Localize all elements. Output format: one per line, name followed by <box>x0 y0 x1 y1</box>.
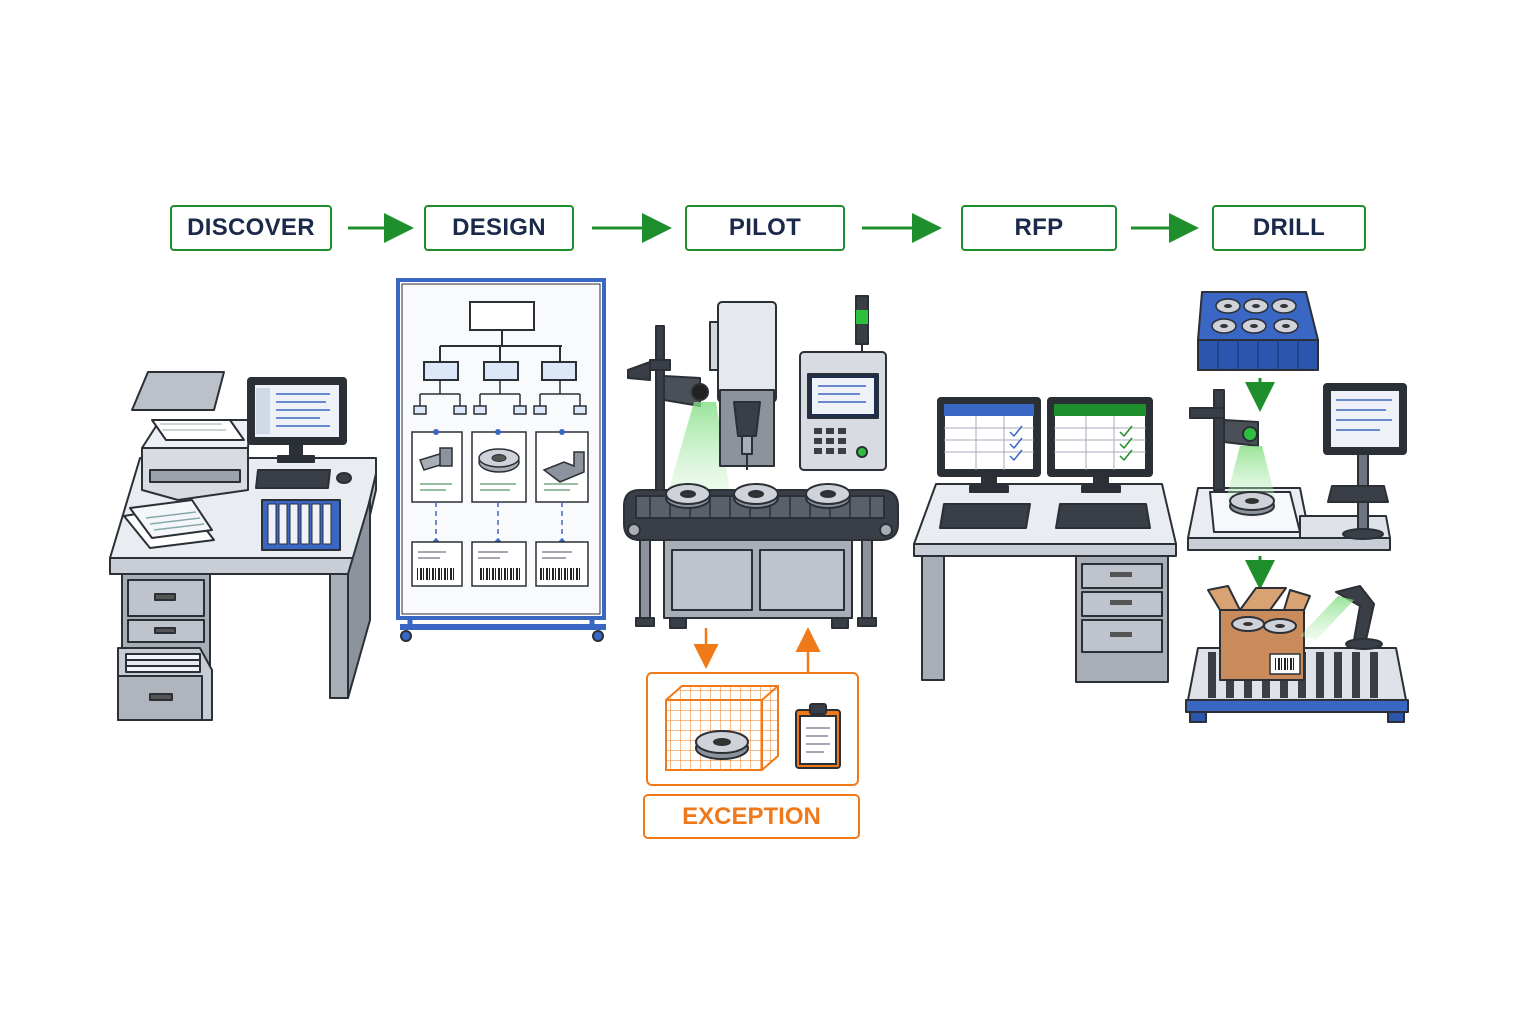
drill-scene <box>1185 291 1409 723</box>
stage-discover-label: DISCOVER <box>187 214 315 241</box>
exception-label-box: EXCEPTION <box>643 794 860 839</box>
exception-flow <box>646 627 859 786</box>
parts-bin-icon <box>1197 291 1319 371</box>
monitor-icon <box>1047 397 1153 493</box>
clipboard-icon <box>795 703 841 769</box>
pilot-scene <box>623 295 899 629</box>
cnc-machine-icon <box>709 301 777 470</box>
shipping-box-icon <box>1207 585 1311 681</box>
printer-icon <box>131 371 251 501</box>
filing-cabinet-icon <box>117 573 213 721</box>
stage-design-label: DESIGN <box>452 214 546 241</box>
discover-scene <box>109 371 377 721</box>
whiteboard-icon <box>396 278 606 642</box>
quarantine-cage-icon <box>665 685 779 771</box>
camera-icon <box>627 325 730 507</box>
stage-discover: DISCOVER <box>170 205 332 251</box>
stage-design: DESIGN <box>424 205 574 251</box>
monitor-icon <box>247 377 347 463</box>
monitor-icon <box>937 397 1041 493</box>
stage-drill-label: DRILL <box>1252 214 1326 241</box>
rfp-scene <box>913 397 1177 683</box>
exception-label: EXCEPTION <box>682 802 821 830</box>
stage-pilot: PILOT <box>685 205 845 251</box>
stage-pilot-label: PILOT <box>728 214 802 241</box>
monitor-icon <box>1323 383 1407 540</box>
stage-drill: DRILL <box>1212 205 1366 251</box>
stage-rfp: RFP <box>961 205 1117 251</box>
barcode-scanner-icon <box>1300 585 1383 650</box>
stage-rfp-label: RFP <box>1014 214 1064 241</box>
conveyor-parts <box>665 483 851 509</box>
